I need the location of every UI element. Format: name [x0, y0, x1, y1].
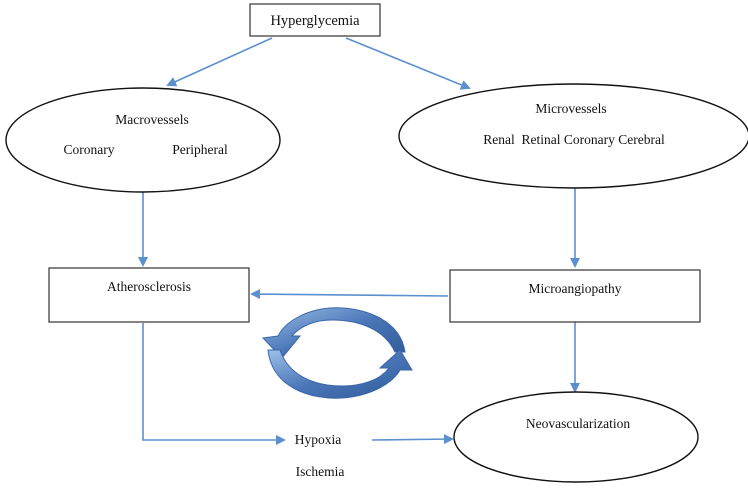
circular-arrows-icon	[261, 307, 413, 399]
macrovessels-item-peripheral: Peripheral	[172, 142, 228, 157]
microvessels-node: Microvessels Renal Retinal Coronary Cere…	[398, 83, 748, 189]
neovascularization-label: Neovascularization	[526, 416, 630, 431]
hyperglycemia-label: Hyperglycemia	[270, 13, 360, 29]
hyperglycemia-node: Hyperglycemia	[249, 3, 381, 37]
arrow-microangiopathy-to-atherosclerosis	[250, 289, 449, 300]
arrow-atherosclerosis-to-hypoxia	[142, 323, 286, 445]
macrovessels-node: Macrovessels Coronary Peripheral	[5, 87, 281, 193]
atherosclerosis-label: Atherosclerosis	[107, 279, 191, 294]
macrovessels-title: Macrovessels	[115, 112, 188, 127]
arrow-hyperglycemia-to-macrovessels	[166, 37, 273, 87]
arrow-hyperglycemia-to-microvessels	[345, 37, 471, 90]
hypoxia-label: Hypoxia	[295, 432, 342, 447]
connectors	[138, 37, 580, 445]
microvessels-items: Renal Retinal Coronary Cerebral	[483, 132, 665, 147]
macrovessels-item-coronary: Coronary	[64, 142, 115, 157]
microangiopathy-label: Microangiopathy	[529, 281, 622, 296]
microangiopathy-node: Microangiopathy	[449, 269, 701, 323]
microvessels-title: Microvessels	[535, 101, 606, 116]
arrow-hypoxia-to-neovascularization	[371, 434, 454, 445]
ischemia-label: Ischemia	[296, 464, 345, 479]
atherosclerosis-node: Atherosclerosis	[48, 267, 250, 323]
neovascularization-node: Neovascularization	[453, 391, 699, 483]
